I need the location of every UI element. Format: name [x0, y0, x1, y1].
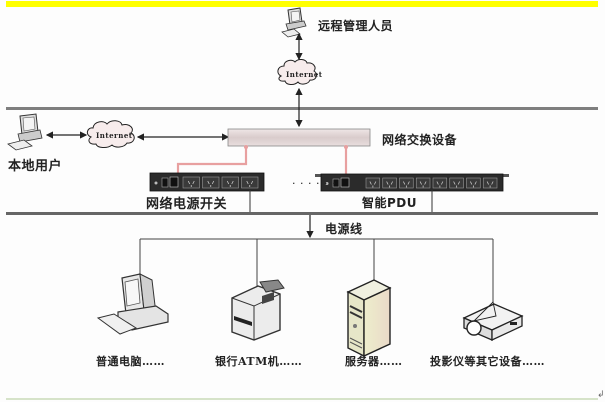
projector-icon	[462, 301, 524, 342]
paragraph-mark: ↲	[597, 390, 605, 400]
cloud-left-label: Internet	[96, 131, 133, 140]
outlet-icon	[449, 177, 464, 189]
smart-pdu-icon	[315, 173, 509, 192]
outlet-icon	[382, 177, 397, 189]
outlet-icon	[202, 176, 220, 189]
outlet-icon	[182, 176, 200, 189]
remote-admin-label: 远程管理人员	[318, 19, 394, 33]
smart-pdu-label: 智能PDU	[362, 196, 418, 210]
device-label-pc: 普通电脑……	[96, 355, 165, 368]
outlet-icon	[482, 177, 498, 189]
cloud-top-label: Internet	[286, 70, 323, 79]
device-label-atm: 银行ATM机……	[215, 355, 303, 368]
remote-admin-computer-icon	[281, 7, 307, 38]
server-tower-icon	[346, 279, 392, 358]
top-highlight-bar	[6, 1, 598, 7]
outlet-icon	[365, 177, 381, 189]
outlet-icon	[432, 177, 448, 189]
pc-device-icon	[96, 273, 169, 335]
outlet-icon	[241, 176, 259, 189]
network-switch-label: 网络交换设备	[382, 133, 458, 147]
atm-machine-icon	[231, 279, 285, 341]
power-line-label: 电源线	[325, 222, 363, 236]
local-user-computer-icon	[7, 113, 43, 151]
power-switch-label: 网络电源开关	[146, 197, 228, 212]
network-switch-icon	[227, 128, 371, 147]
network-power-switch-icon	[149, 172, 265, 192]
local-user-label: 本地用户	[8, 159, 63, 174]
ellipsis-dots: · · · · · ·	[292, 177, 336, 190]
internet-cloud-left-icon	[86, 120, 135, 148]
device-label-projector: 投影仪等其它设备……	[430, 355, 545, 368]
outlet-icon	[221, 176, 239, 189]
bottom-border	[6, 398, 598, 400]
outlet-icon	[415, 177, 431, 189]
link-switch-to-power-switch	[176, 146, 248, 173]
tier-divider-bottom	[6, 212, 598, 215]
outlet-icon	[399, 177, 414, 189]
outlet-icon	[466, 177, 481, 189]
device-label-server: 服务器……	[345, 355, 403, 368]
internet-cloud-top-icon	[277, 59, 318, 85]
